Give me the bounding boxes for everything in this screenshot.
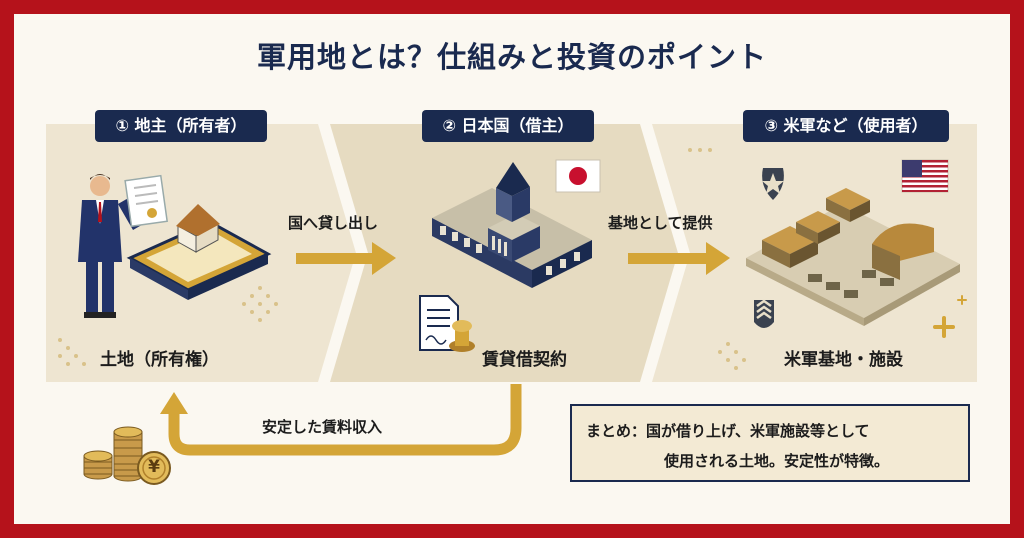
sparkle-small-icon (957, 295, 967, 305)
caption-military-base: 米軍基地・施設 (784, 350, 903, 370)
caption-lease-contract: 賃貸借契約 (482, 350, 567, 370)
step-badge-owner: ① 地主（所有者） (95, 110, 267, 142)
summary-line-1: まとめ：国が借り上げ、米軍施設等として (586, 422, 870, 440)
step-badge-user: ③ 米軍など（使用者） (743, 110, 949, 142)
japan-flag-icon (555, 159, 601, 193)
contract-document-icon (419, 295, 459, 351)
land-plot-icon (126, 204, 272, 300)
rank-chevron-icon (754, 299, 774, 328)
yen-symbol: ¥ (148, 457, 160, 477)
caption-land-ownership: 土地（所有権） (100, 350, 219, 370)
deed-document-icon (124, 174, 169, 228)
diet-building-icon (432, 162, 592, 288)
arrow-lend (296, 242, 396, 275)
sparkle-icon (933, 316, 955, 338)
hanko-stamp-icon (449, 320, 475, 352)
coin-stack-icon (83, 426, 171, 485)
dot-pattern (58, 148, 746, 370)
page-title: 軍用地とは？仕組みと投資のポイント (256, 40, 767, 74)
flow-label-provide: 基地として提供 (608, 214, 713, 232)
flow-label-rent: 安定した賃料収入 (262, 418, 383, 436)
usa-flag-icon (901, 159, 949, 193)
flow-label-lend: 国へ貸し出し (288, 214, 379, 232)
arrow-rent-return (160, 384, 522, 456)
summary-line-2: 使用される土地。安定性が特徴。 (664, 452, 890, 470)
arrow-provide (628, 242, 730, 275)
military-base-icon (746, 188, 960, 326)
star-emblem-icon (762, 168, 784, 200)
step-badge-state: ② 日本国（借主） (422, 110, 594, 142)
summary-box: まとめ：国が借り上げ、米軍施設等として 使用される土地。安定性が特徴。 (570, 404, 970, 482)
